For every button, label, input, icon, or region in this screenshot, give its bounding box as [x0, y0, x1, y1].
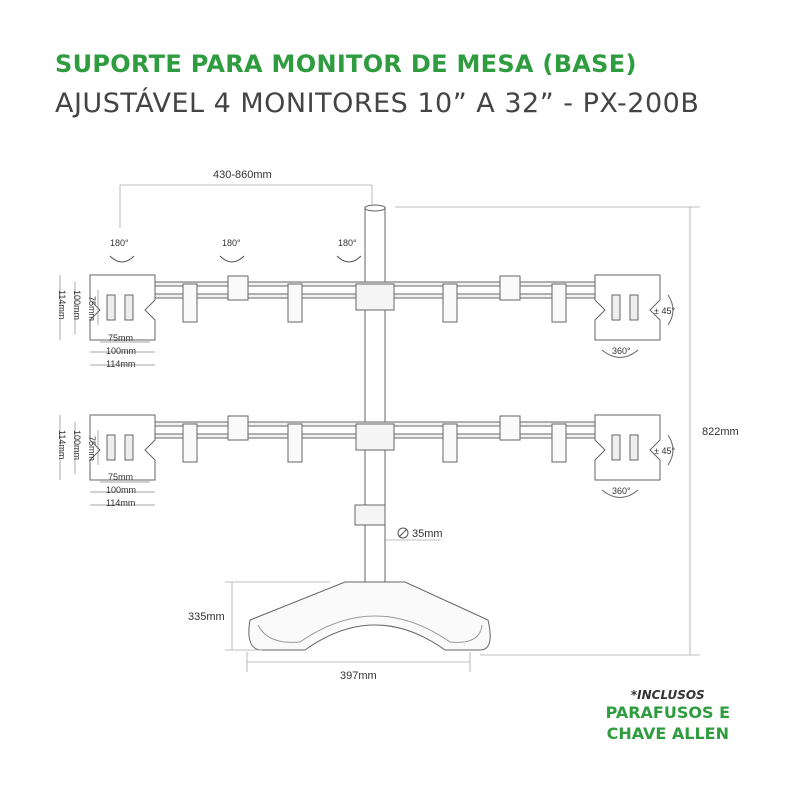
total-height-label: 822mm: [702, 426, 739, 438]
included-item-1: PARAFUSOS E: [605, 703, 730, 722]
diameter-icon: [397, 527, 409, 539]
arm-reach-label: 430-860mm: [213, 169, 272, 181]
plate-114-label: 114mm: [57, 290, 67, 319]
tilt-label: ± 45°: [654, 446, 675, 456]
vesa-75-label: 75mm: [87, 296, 97, 321]
rotation-label: 180°: [222, 238, 241, 248]
vesa-75-label: 75mm: [87, 436, 97, 461]
vesa-100-label: 100mm: [106, 485, 136, 495]
tilt-label: ± 45°: [654, 306, 675, 316]
plate-114-label: 114mm: [57, 430, 67, 459]
vesa-100-label: 100mm: [106, 346, 136, 356]
product-subtitle: AJUSTÁVEL 4 MONITORES 10” A 32” - PX-200…: [55, 88, 700, 119]
included-item-2: CHAVE ALLEN: [606, 724, 729, 743]
pole-diameter-label: 35mm: [412, 528, 443, 540]
rotate-arrow-icon: [219, 255, 245, 263]
product-title: SUPORTE PARA MONITOR DE MESA (BASE): [55, 50, 637, 78]
vesa-75-label: 75mm: [108, 472, 133, 482]
base-depth-label: 335mm: [188, 611, 225, 623]
base-width-label: 397mm: [340, 670, 377, 682]
included-note: *INCLUSOS PARAFUSOS E CHAVE ALLEN: [606, 688, 730, 744]
rotate-arrow-icon: [336, 255, 362, 263]
included-label: *INCLUSOS: [630, 688, 705, 702]
plate-114-label: 114mm: [106, 359, 135, 369]
vesa-100-label: 100mm: [72, 430, 82, 460]
pole: [364, 206, 386, 603]
rotation-360-label: 360°: [612, 486, 631, 496]
rotation-label: 180°: [338, 238, 357, 248]
plate-114-label: 114mm: [106, 498, 135, 508]
rotation-360-label: 360°: [612, 346, 631, 356]
rotate-arrow-icon: [109, 255, 135, 263]
vesa-100-label: 100mm: [72, 290, 82, 320]
vesa-75-label: 75mm: [108, 333, 133, 343]
rotation-label: 180°: [110, 238, 129, 248]
height-clamp: [354, 504, 386, 526]
